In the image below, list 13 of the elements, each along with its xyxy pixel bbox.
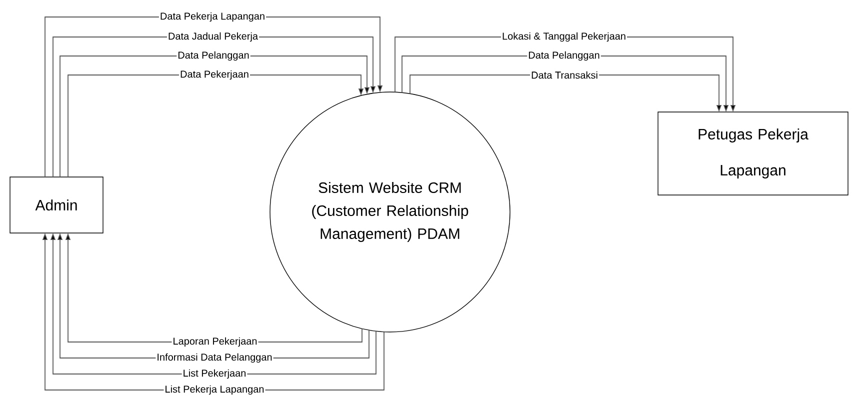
edge-label: Data Jadual Pekerja [166,31,260,43]
entity-box: Petugas Pekerja Lapangan [658,112,848,196]
edge-label: List Pekerja Lapangan [164,384,266,396]
entity-box: Admin [10,176,104,234]
edge-label: Data Pekerjaan [179,69,250,81]
edge-label: List Pekerjaan [182,368,248,380]
edge-label: Data Pekerja Lapangan [158,11,266,23]
edge-label: Data Transaksi [530,70,599,80]
edge-label: Lokasi & Tanggal Pekerjaan [501,31,627,43]
edge-label: Laporan Pekerjaan [172,336,258,348]
edge-label: Data Pelanggan [176,50,250,62]
edge-label: Data Pelanggan [527,50,601,62]
edge-label: Informasi Data Pelanggan [156,352,274,364]
